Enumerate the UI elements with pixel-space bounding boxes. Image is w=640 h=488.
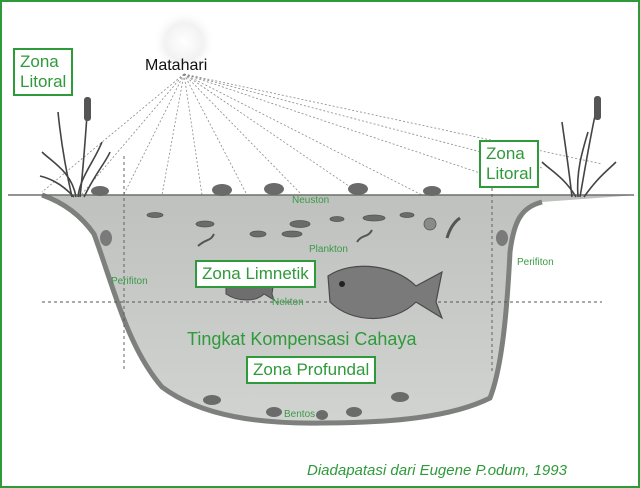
benthos-label: Bentos: [284, 409, 316, 420]
sun-label: Matahari: [145, 57, 208, 74]
reeds-left-icon: [39, 101, 111, 198]
zone-littoral-left-line1: Zona: [20, 52, 59, 71]
zone-limnetic: Zona Limnetik: [195, 260, 316, 288]
compensation-level: Tingkat Kompensasi Cahaya: [187, 329, 417, 349]
neuston-plants-icon: [91, 183, 441, 196]
zone-profundal: Zona Profundal: [246, 356, 377, 384]
sun-glow: [152, 10, 216, 74]
zone-littoral-left-line2: Litoral: [20, 72, 67, 91]
benthos-icon: [203, 392, 409, 420]
zone-littoral-right-line2: Litoral: [486, 164, 533, 183]
periphyton-icon: [100, 230, 508, 246]
source-credit: Diadapatasi dari Eugene P.odum, 1993: [307, 462, 567, 479]
cattail-left-icon: [84, 97, 91, 121]
basin-outline: [41, 192, 543, 426]
zone-littoral-left: Zona Litoral: [13, 48, 74, 96]
zone-boundaries: [42, 152, 602, 372]
zone-littoral-right-line1: Zona: [486, 144, 525, 163]
cattail-right-icon: [594, 96, 601, 120]
plankton-icon: [146, 212, 461, 247]
large-fish-icon: [327, 265, 444, 320]
periphyton-left-label: Perifiton: [111, 276, 148, 287]
nekton-label: Nekton: [272, 297, 304, 308]
reeds-right-icon: [541, 101, 617, 198]
plankton-label: Plankton: [309, 244, 348, 255]
periphyton-right-label: Perifiton: [517, 257, 554, 268]
zone-littoral-right: Zona Litoral: [479, 140, 540, 188]
ground: [2, 195, 638, 446]
neuston-label: Neuston: [292, 195, 330, 206]
